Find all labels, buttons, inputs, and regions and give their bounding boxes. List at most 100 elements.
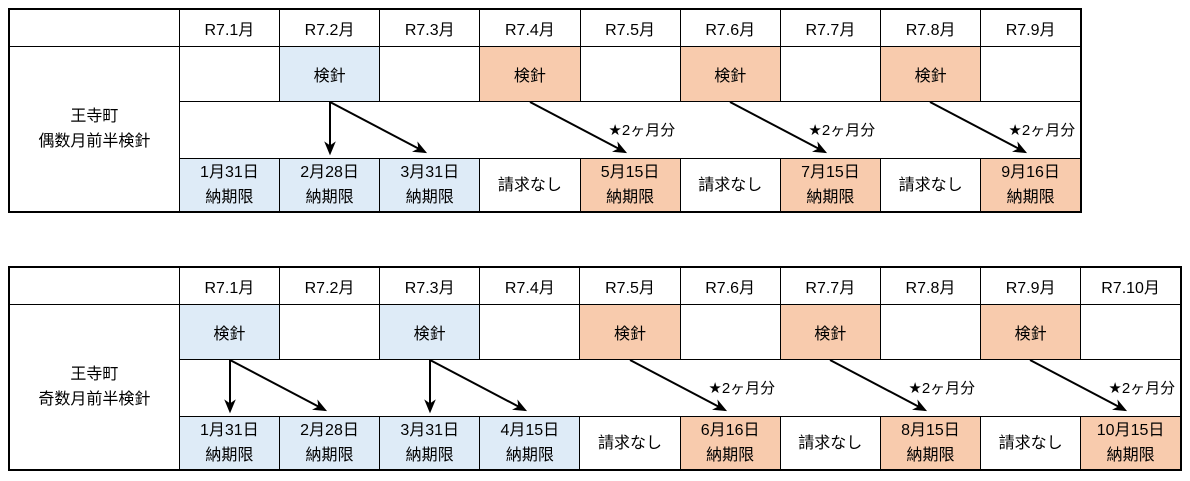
billing-arrow-diagonal xyxy=(829,360,927,412)
payment-deadline-cell: 3月31日納期限 xyxy=(379,158,481,213)
deadline-text-line: 納期限 xyxy=(305,447,354,464)
meter-reading-cell: 検針 xyxy=(980,304,1082,360)
arrow-row: ★2ヶ月分 ★2ヶ月分 ★2ヶ月分 xyxy=(9,359,1182,417)
payment-deadline-cell: 2月28日納期限 xyxy=(278,158,381,213)
deadline-text-line: 納期限 xyxy=(806,189,855,206)
deadline-text-line: 2月28日 xyxy=(300,422,359,439)
no-billing-cell: 請求なし xyxy=(579,416,681,471)
billing-arrow-diagonal xyxy=(329,102,427,154)
deadline-text-line: 請求なし xyxy=(597,434,662,452)
month-header: R7.8月 xyxy=(880,8,982,47)
meter-reading-cell: 検針 xyxy=(880,46,982,102)
label-column-header-empty xyxy=(8,266,180,305)
empty-cell xyxy=(479,304,581,360)
empty-cell xyxy=(1080,304,1182,360)
billing-arrow-diagonal xyxy=(529,102,627,154)
deadline-text-line: 納期限 xyxy=(606,189,655,206)
area-label: 王寺町奇数月前半検針 xyxy=(8,304,180,471)
area-label-line: 王寺町 xyxy=(70,366,119,383)
payment-deadline-cell: 3月31日納期限 xyxy=(379,416,481,471)
month-header: R7.9月 xyxy=(980,266,1082,305)
deadline-text-line: 1月31日 xyxy=(200,422,259,439)
month-header: R7.6月 xyxy=(679,266,781,305)
deadline-text-line: 納期限 xyxy=(305,189,354,206)
month-header: R7.2月 xyxy=(278,8,381,47)
arrow-area: ★2ヶ月分 ★2ヶ月分 ★2ヶ月分 xyxy=(178,101,1082,159)
month-header: R7.7月 xyxy=(779,266,881,305)
deadline-text-line: 4月15日 xyxy=(500,422,560,439)
no-billing-cell: 請求なし xyxy=(779,416,881,471)
month-header: R7.4月 xyxy=(479,266,581,305)
month-header: R7.8月 xyxy=(879,266,982,305)
deadline-text-line: 7月15日 xyxy=(801,164,860,181)
two-month-star-label: ★2ヶ月分 xyxy=(608,122,676,139)
payment-deadline-cell: 7月15日納期限 xyxy=(779,158,882,213)
month-header: R7.2月 xyxy=(278,266,381,305)
deadline-text-line: 6月16日 xyxy=(700,422,760,439)
deadline-text-line: 2月28日 xyxy=(300,164,359,181)
meter-reading-cell: 検針 xyxy=(579,304,681,360)
billing-arrow-diagonal xyxy=(629,360,727,412)
payment-deadline-cell: 5月15日納期限 xyxy=(579,158,681,213)
meter-reading-cell: 検針 xyxy=(779,304,881,360)
empty-cell xyxy=(679,304,781,360)
billing-arrow-diagonal xyxy=(929,102,1027,154)
deadline-text-line: 3月31日 xyxy=(400,164,460,181)
billing-arrows xyxy=(223,360,1127,414)
deadline-text-line: 納期限 xyxy=(706,447,755,464)
empty-cell xyxy=(579,46,681,102)
meter-reading-cell: 検針 xyxy=(178,304,280,360)
empty-cell xyxy=(379,46,481,102)
deadline-text-line: 5月15日 xyxy=(600,164,660,181)
month-header: R7.7月 xyxy=(779,8,882,47)
deadline-text-line: 10月15日 xyxy=(1096,422,1165,439)
deadline-text-line: 納期限 xyxy=(205,447,254,464)
deadline-text-line: 納期限 xyxy=(906,447,955,464)
billing-arrow-diagonal xyxy=(429,360,527,412)
empty-cell xyxy=(980,46,1082,102)
billing-arrow-diagonal xyxy=(729,102,827,154)
payment-deadline-cell: 8月15日納期限 xyxy=(879,416,982,471)
deadline-text-line: 請求なし xyxy=(798,434,863,452)
arrow-area: ★2ヶ月分 ★2ヶ月分 ★2ヶ月分 xyxy=(178,359,1182,417)
deadline-text-line: 3月31日 xyxy=(400,422,460,439)
no-billing-cell: 請求なし xyxy=(479,158,581,213)
two-month-star-label: ★2ヶ月分 xyxy=(808,122,876,139)
meter-reading-cell: 検針 xyxy=(379,304,481,360)
deadline-text-line: 1月31日 xyxy=(200,164,259,181)
deadline-text-line: 納期限 xyxy=(405,189,454,206)
meter-reading-row: 王寺町奇数月前半検針検針検針検針検針検針 xyxy=(8,304,1182,471)
area-label-line: 奇数月前半検針 xyxy=(38,391,151,408)
payment-deadline-cell: 4月15日納期限 xyxy=(479,416,581,471)
month-header: R7.10月 xyxy=(1080,266,1182,305)
payment-deadline-cell: 10月15日納期限 xyxy=(1080,416,1182,471)
empty-cell xyxy=(879,304,982,360)
month-header: R7.5月 xyxy=(579,8,681,47)
deadline-text-line: 請求なし xyxy=(998,434,1063,452)
two-month-star-label: ★2ヶ月分 xyxy=(908,380,976,397)
two-month-star-label: ★2ヶ月分 xyxy=(708,380,776,397)
meter-reading-cell: 検針 xyxy=(479,46,581,102)
meter-reading-cell: 検針 xyxy=(278,46,381,102)
month-header: R7.1月 xyxy=(178,266,280,305)
month-header: R7.5月 xyxy=(579,266,681,305)
label-column-header-empty xyxy=(8,8,180,47)
two-month-star-label: ★2ヶ月分 xyxy=(1108,380,1176,397)
billing-arrow-diagonal xyxy=(229,360,327,412)
billing-arrows xyxy=(323,102,1027,156)
deadline-text-line: 請求なし xyxy=(497,176,562,194)
payment-deadline-cell: 6月16日納期限 xyxy=(679,416,781,471)
meter-reading-row: 王寺町偶数月前半検針検針検針検針検針 xyxy=(8,46,1082,213)
deadline-text-line: 納期限 xyxy=(505,447,554,464)
two-month-star-label: ★2ヶ月分 xyxy=(1008,122,1076,139)
deadline-text-line: 納期限 xyxy=(1006,189,1055,206)
deadline-text-line: 請求なし xyxy=(698,176,763,194)
billing-arrow-diagonal xyxy=(1029,360,1127,412)
